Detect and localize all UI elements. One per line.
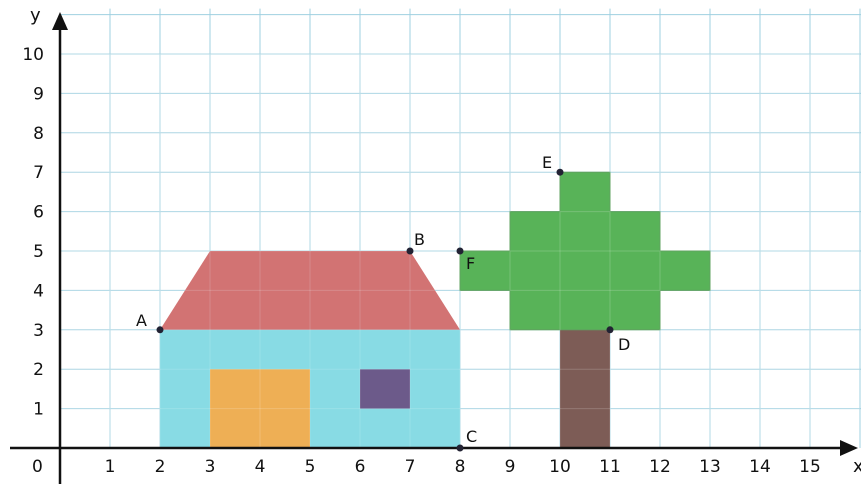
x-tick-label: 2: [155, 457, 166, 477]
x-tick-label: 10: [549, 457, 571, 477]
house-door: [210, 369, 310, 448]
point-f-marker: [456, 247, 464, 255]
x-axis-label: x: [853, 456, 861, 477]
point-a-label: A: [136, 311, 147, 330]
tree-trunk: [560, 329, 610, 448]
x-tick-label: 8: [455, 457, 466, 477]
y-tick-label: 2: [33, 360, 44, 380]
y-tick-label: 4: [33, 281, 44, 301]
origin-label: 0: [32, 457, 43, 477]
point-a-marker: [156, 326, 164, 334]
point-f-label: F: [466, 254, 475, 273]
y-tick-label: 10: [22, 45, 44, 65]
x-tick-label: 6: [355, 457, 366, 477]
point-e-label: E: [542, 153, 552, 172]
y-tick-label: 3: [33, 321, 44, 341]
x-tick-label: 13: [699, 457, 721, 477]
labeled-points: A B C D E F: [136, 153, 630, 452]
point-c-marker: [456, 444, 464, 452]
y-tick-label: 8: [33, 124, 44, 144]
x-tick-label: 11: [599, 457, 621, 477]
x-tick-label: 9: [505, 457, 516, 477]
x-tick-label: 7: [405, 457, 416, 477]
x-tick-label: 5: [305, 457, 316, 477]
point-d-marker: [606, 326, 614, 334]
y-tick-label: 1: [33, 400, 44, 420]
x-tick-label: 4: [255, 457, 266, 477]
y-axis-arrow: [52, 12, 68, 30]
x-tick-label: 12: [649, 457, 671, 477]
tree-foliage: [459, 171, 711, 331]
x-tick-label: 14: [749, 457, 771, 477]
y-tick-label: 5: [33, 242, 44, 262]
y-tick-label: 9: [33, 84, 44, 104]
y-tick-label: 6: [33, 203, 44, 223]
x-axis-arrow: [840, 440, 858, 456]
x-tick-label: 3: [205, 457, 216, 477]
point-b-marker: [406, 247, 414, 255]
y-axis-label: y: [30, 5, 41, 26]
point-d-label: D: [618, 335, 630, 354]
point-e-marker: [556, 168, 564, 176]
house-window: [360, 369, 410, 409]
x-tick-label: 1: [105, 457, 116, 477]
axes: [10, 12, 858, 484]
house-roof: [160, 251, 460, 330]
point-c-label: C: [466, 427, 477, 446]
drawing-shapes: [60, 53, 860, 448]
x-tick-label: 15: [799, 457, 821, 477]
y-tick-label: 7: [33, 163, 44, 183]
point-b-label: B: [414, 230, 425, 249]
